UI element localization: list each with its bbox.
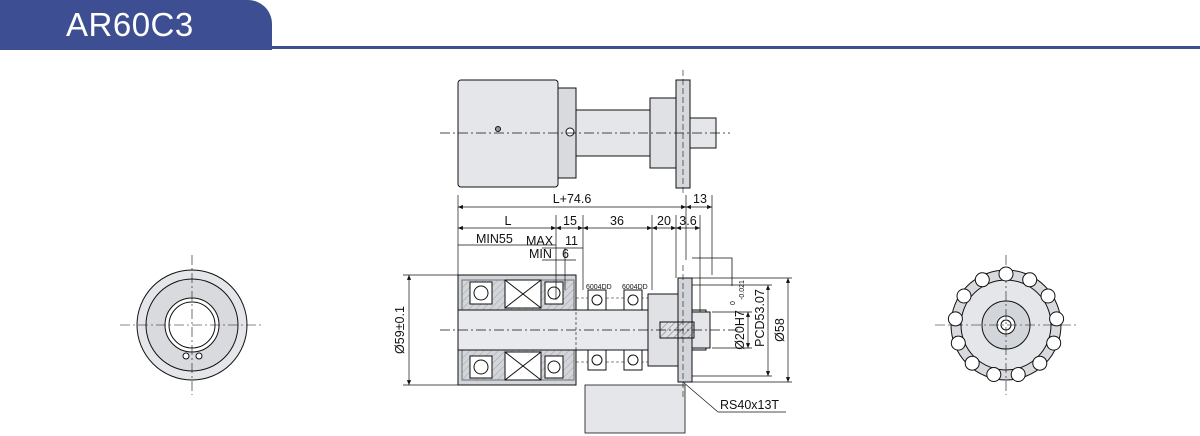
sprocket-end-view xyxy=(935,255,1078,395)
sprocket-tooth-gap xyxy=(1010,367,1026,382)
model-title: AR60C3 xyxy=(66,6,194,43)
dim-15: 15 xyxy=(563,214,577,228)
title-rule xyxy=(272,46,1200,49)
bearing-1-label: 6004DD xyxy=(586,284,612,291)
dim-max-label: MAX xyxy=(526,234,554,248)
dim-bore-tol-upper: 0 xyxy=(730,301,737,305)
dimension-lines xyxy=(403,195,792,413)
sprocket-tooth-gap xyxy=(1022,272,1038,288)
dim-right-offset: 13 xyxy=(693,192,707,206)
sprocket-tooth-gap xyxy=(1049,311,1065,327)
bearing-2-label: 6004DD xyxy=(622,284,648,291)
dim-sprocket: RS40x13T xyxy=(720,398,779,412)
dim-min-value: 6 xyxy=(562,247,569,261)
sprocket-tooth-gap xyxy=(1032,355,1048,371)
dim-outer-dia: Ø58 xyxy=(773,318,787,342)
dim-max-value: 11 xyxy=(565,234,578,248)
dimension-labels: L+74.6 13 L 15 36 20 3.6 MIN55 MAX 11 MI… xyxy=(393,192,787,412)
dim-3-6: 3.6 xyxy=(679,214,696,228)
dim-overall-length: L+74.6 xyxy=(553,192,592,206)
model-title-tab: AR60C3 xyxy=(0,0,272,50)
dim-bore: Ø20H7 xyxy=(733,310,747,350)
sprocket-tooth-gap xyxy=(950,335,966,351)
sprocket-tooth-gap xyxy=(1046,335,1062,351)
sprocket-tooth-gap xyxy=(998,266,1014,282)
sprocket-tooth-gap xyxy=(964,355,980,371)
dim-bore-tol-lower: -0.021 xyxy=(739,280,746,300)
dim-body-dia: Ø59±0.1 xyxy=(393,306,407,354)
sprocket-tooth-gap xyxy=(947,311,963,327)
dim-20: 20 xyxy=(657,214,671,228)
sprocket-tooth-gap xyxy=(974,272,990,288)
top-view xyxy=(440,70,730,195)
sprocket-tooth-gap xyxy=(956,288,972,304)
dim-length: L xyxy=(505,214,512,228)
sprocket-tooth-gap xyxy=(986,367,1002,382)
dim-pcd: PCD53.07 xyxy=(753,289,767,347)
dim-min-label: MIN xyxy=(529,247,552,261)
dim-min-length: MIN55 xyxy=(476,232,513,246)
sprocket-tooth-gap xyxy=(1040,288,1056,304)
dim-36: 36 xyxy=(610,214,624,228)
sprocket-teeth xyxy=(947,266,1065,382)
left-end-view xyxy=(120,255,264,395)
